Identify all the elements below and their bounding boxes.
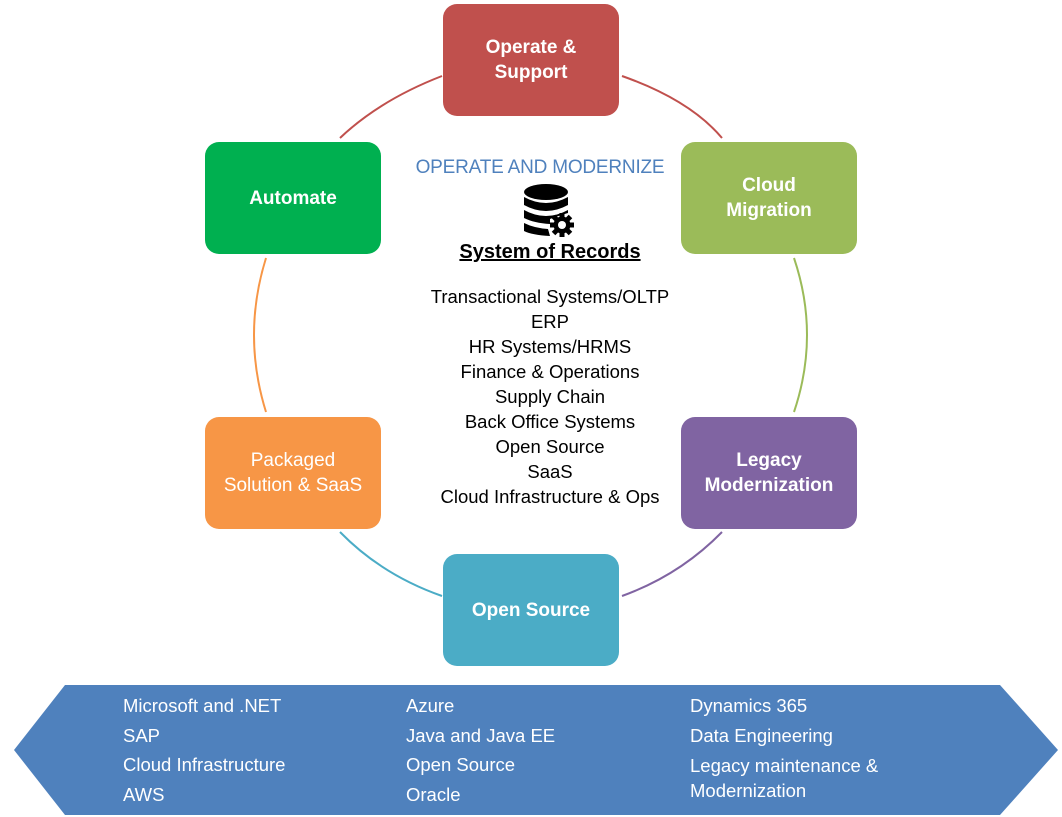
- cycle-node-cloud-migration: Cloud Migration: [681, 142, 857, 254]
- system-of-records-title: System of Records: [459, 241, 641, 263]
- technology-item: Oracle: [406, 783, 461, 805]
- technology-item: Java and Java EE: [406, 724, 556, 746]
- list-item: Finance & Operations: [460, 361, 640, 382]
- technology-item: Legacy maintenance & Modernization: [690, 755, 879, 801]
- banner-shape: [14, 685, 1058, 815]
- technology-item: AWS: [123, 783, 165, 805]
- node-label: Cloud Migration: [726, 175, 812, 221]
- node-label: Open Source: [471, 599, 591, 621]
- technology-item: Open Source: [406, 754, 516, 775]
- system-of-records-list: Transactional Systems/OLTP ERP HR System…: [395, 284, 705, 509]
- list-item: ERP: [530, 311, 570, 332]
- list-item: Transactional Systems/OLTP: [430, 286, 670, 307]
- connector-opensource-to-packaged: [339, 531, 443, 597]
- node-label: Legacy Modernization: [704, 450, 834, 496]
- list-item: HR Systems/HRMS: [468, 336, 632, 357]
- cycle-node-packaged-solution-saas: Packaged Solution & SaaS: [205, 417, 381, 529]
- cycle-node-legacy-modernization: Legacy Modernization: [681, 417, 857, 529]
- connector-operate-to-cloud: [621, 75, 723, 139]
- connector-legacy-to-opensource: [621, 531, 723, 597]
- connector-cloud-to-legacy: [793, 257, 808, 413]
- technology-item: Cloud Infrastructure: [123, 754, 286, 775]
- list-item: SaaS: [527, 461, 573, 482]
- technology-item: Dynamics 365: [690, 695, 808, 716]
- technology-column-2: Azure Java and Java EE Open Source Oracl…: [406, 691, 555, 809]
- technology-item: Microsoft and .NET: [123, 695, 282, 716]
- node-label: Packaged Solution & SaaS: [223, 450, 363, 496]
- list-item: Supply Chain: [494, 386, 606, 407]
- cycle-node-operate-support: Operate & Support: [443, 4, 619, 116]
- technology-item: Data Engineering: [690, 724, 833, 746]
- technology-column-1: Microsoft and .NET SAP Cloud Infrastruct…: [123, 691, 285, 809]
- cycle-node-open-source: Open Source: [443, 554, 619, 666]
- list-item: Cloud Infrastructure & Ops: [440, 486, 660, 507]
- technology-item: Azure: [406, 695, 455, 716]
- connector-packaged-to-automate: [253, 257, 267, 413]
- database-gear-icon: [524, 184, 574, 237]
- technology-banner: [14, 685, 1058, 815]
- technology-item: SAP: [123, 724, 161, 746]
- cycle-node-automate: Automate: [205, 142, 381, 254]
- node-label: Automate: [249, 187, 337, 209]
- center-heading: OPERATE AND MODERNIZE: [415, 157, 665, 178]
- connector-automate-to-operate: [339, 75, 443, 139]
- list-item: Back Office Systems: [464, 411, 636, 432]
- list-item: Open Source: [495, 436, 605, 457]
- technology-column-3: Dynamics 365 Data Engineering Legacy mai…: [690, 691, 920, 803]
- node-label: Operate & Support: [485, 37, 577, 83]
